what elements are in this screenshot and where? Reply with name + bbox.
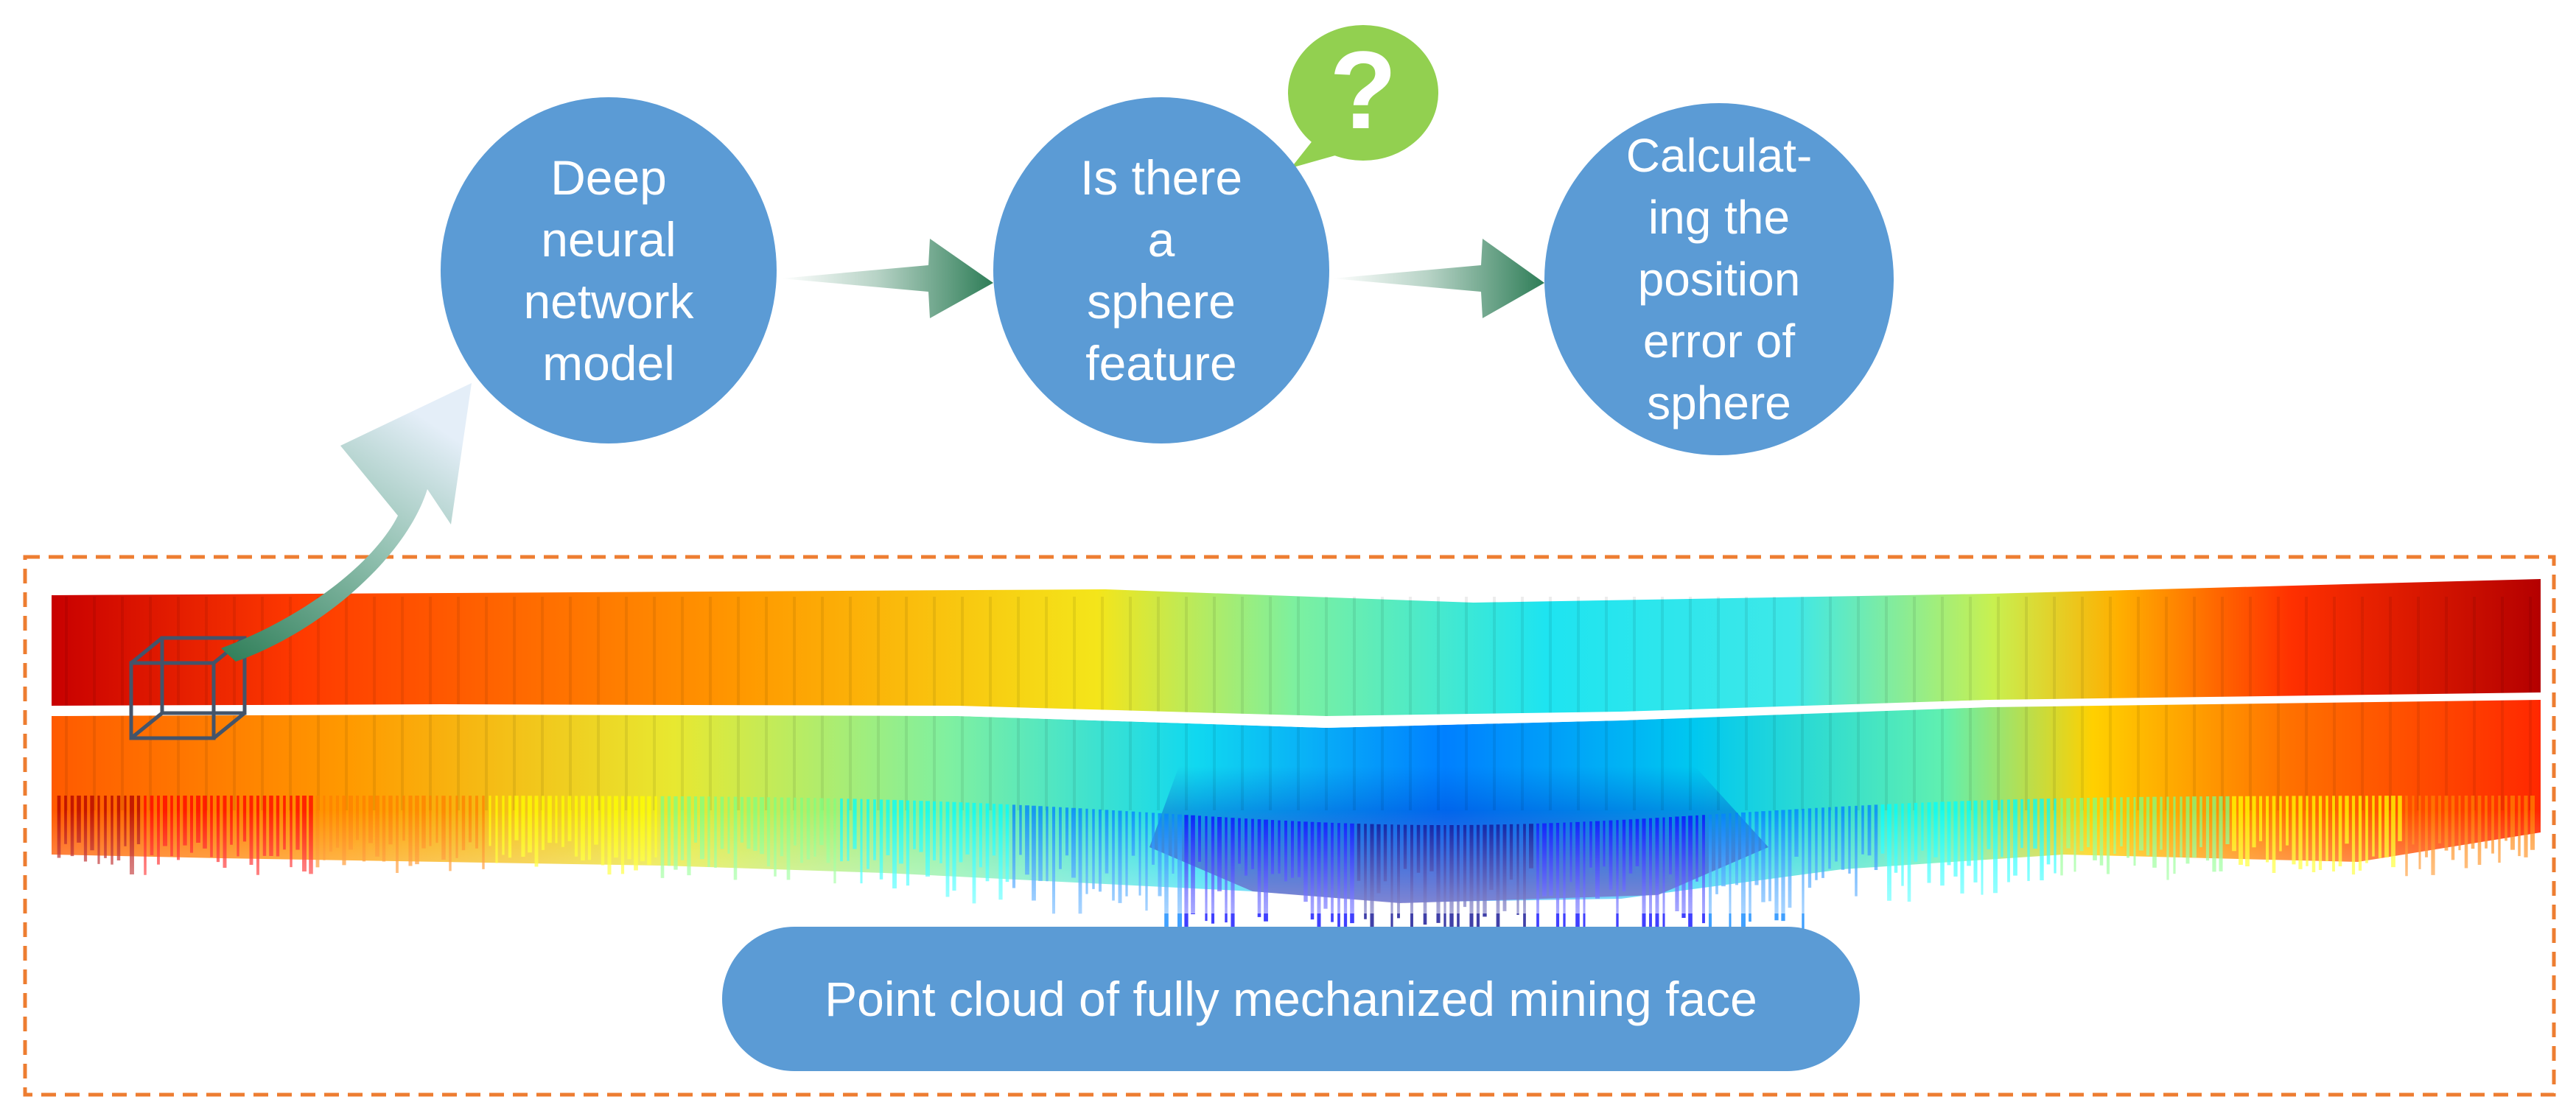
- curved-arrow-to-model: [221, 383, 472, 662]
- point-cloud-label: Point cloud of fully mechanized mining f…: [825, 972, 1757, 1026]
- point-cloud-label-pill: Point cloud of fully mechanized mining f…: [722, 927, 1860, 1071]
- arrow-sphere-to-position: [1332, 239, 1544, 318]
- point-cloud-image: [52, 579, 2541, 991]
- node-sphere-feature-check: Is there a sphere feature: [993, 97, 1329, 443]
- point-cloud-top-band: [52, 579, 2541, 718]
- question-mark-icon: ?: [1329, 28, 1397, 152]
- node-deep-neural-network: Deep neural network model: [441, 97, 777, 443]
- arrow-model-to-sphere: [781, 239, 993, 318]
- point-cloud-fade: [52, 810, 2541, 913]
- node-label: Is there a sphere feature: [1079, 150, 1243, 390]
- node-label: Deep neural network model: [523, 150, 694, 390]
- point-cloud-frame: [23, 555, 2556, 1097]
- point-cloud-gap: [52, 692, 2541, 728]
- node-position-error: Calculat- ing the position error of sphe…: [1544, 103, 1894, 455]
- question-bubble: ?: [1288, 25, 1438, 168]
- node-label: Calculat- ing the position error of sphe…: [1625, 129, 1813, 429]
